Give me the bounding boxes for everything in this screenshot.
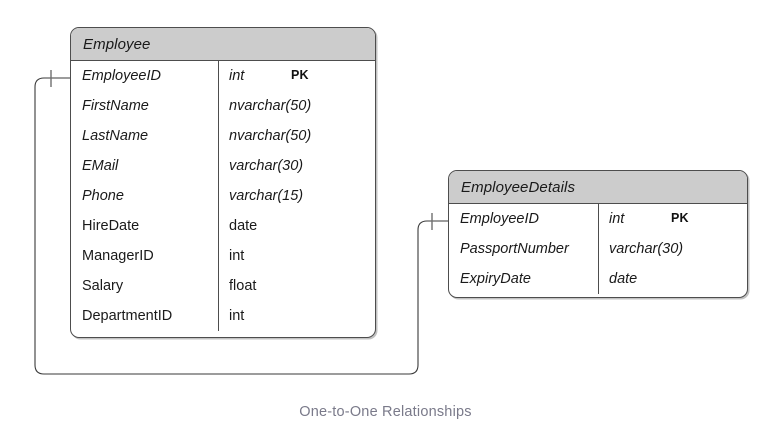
field-type: varchar(15) <box>229 188 304 204</box>
entity-fields-employee: EmployeeID int PK FirstName nvarchar(50)… <box>71 61 375 331</box>
field-name: FirstName <box>82 98 149 114</box>
field-name: EmployeeID <box>460 211 539 227</box>
field-type: int PK <box>609 211 689 227</box>
table-row[interactable]: PassportNumber varchar(30) <box>449 234 747 264</box>
table-row[interactable]: DepartmentID int <box>71 301 375 331</box>
field-type: date <box>609 271 638 287</box>
entity-header-employee: Employee <box>71 28 375 61</box>
table-row[interactable]: ManagerID int <box>71 241 375 271</box>
table-row[interactable]: ExpiryDate date <box>449 264 747 294</box>
field-type: varchar(30) <box>229 158 304 174</box>
field-name: EMail <box>82 158 119 174</box>
table-row[interactable]: EMail varchar(30) <box>71 151 375 181</box>
field-name: HireDate <box>82 218 140 234</box>
primary-key-badge: PK <box>291 68 309 82</box>
field-name: PassportNumber <box>460 241 569 257</box>
field-type: int PK <box>229 68 309 84</box>
field-type: nvarchar(50) <box>229 128 312 144</box>
field-name: ManagerID <box>82 248 154 264</box>
entity-fields-employeedetails: EmployeeID int PK PassportNumber varchar… <box>449 204 747 294</box>
diagram-caption: One-to-One Relationships <box>299 404 472 420</box>
field-type: float <box>229 278 257 294</box>
field-name: EmployeeID <box>82 68 161 84</box>
entity-title: EmployeeDetails <box>461 178 576 196</box>
entity-table-employeedetails[interactable]: EmployeeDetails EmployeeID int PK Passpo… <box>448 170 748 298</box>
table-row[interactable]: FirstName nvarchar(50) <box>71 91 375 121</box>
field-name: Phone <box>82 188 124 204</box>
column-divider <box>218 61 219 331</box>
table-row[interactable]: EmployeeID int PK <box>71 61 375 91</box>
table-row[interactable]: EmployeeID int PK <box>449 204 747 234</box>
field-type: varchar(30) <box>609 241 684 257</box>
primary-key-badge: PK <box>671 211 689 225</box>
field-name: LastName <box>82 128 149 144</box>
entity-title: Employee <box>83 35 151 53</box>
table-row[interactable]: HireDate date <box>71 211 375 241</box>
field-type: nvarchar(50) <box>229 98 312 114</box>
table-row[interactable]: LastName nvarchar(50) <box>71 121 375 151</box>
field-name: DepartmentID <box>82 308 173 324</box>
field-type: date <box>229 218 258 234</box>
column-divider <box>598 204 599 294</box>
table-row[interactable]: Phone varchar(15) <box>71 181 375 211</box>
field-name: ExpiryDate <box>460 271 531 287</box>
field-type: int <box>229 308 245 324</box>
entity-header-employeedetails: EmployeeDetails <box>449 171 747 204</box>
field-name: Salary <box>82 278 124 294</box>
entity-table-employee[interactable]: Employee EmployeeID int PK FirstName nva… <box>70 27 376 338</box>
field-type: int <box>229 248 245 264</box>
table-row[interactable]: Salary float <box>71 271 375 301</box>
